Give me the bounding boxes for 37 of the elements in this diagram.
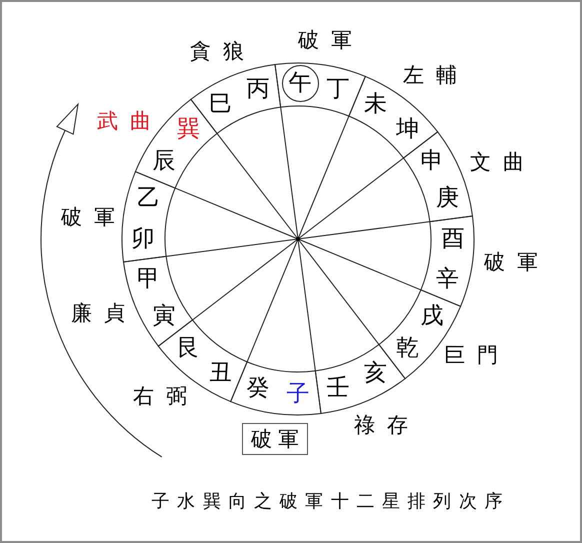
direction-label: 子 [286,382,310,406]
star-label: 巨門 [444,344,498,366]
direction-label: 巽 [176,118,200,141]
star-label: 文曲 [470,152,524,172]
direction-label: 丙 [246,78,270,101]
direction-label: 戌 [420,305,444,328]
star-label: 武曲 [97,110,151,132]
direction-label: 巳 [209,93,232,116]
direction-label: 未 [364,93,387,116]
direction-label: 庚 [436,187,460,210]
direction-label: 丁 [326,78,350,101]
direction-label: 亥 [364,362,387,385]
direction-label: 辰 [152,150,176,173]
direction-label: 乙 [136,187,160,210]
star-label: 右弼 [133,386,187,406]
direction-label: 艮 [176,337,200,360]
direction-label: 辛 [436,268,460,291]
direction-label: 寅 [152,305,176,328]
star-label: 祿存 [354,414,408,436]
direction-label: 壬 [326,377,350,400]
direction-label: 乾 [396,337,420,360]
direction-label: 癸 [246,377,270,400]
star-label: 破軍 [61,206,115,228]
star-label: 貪狼 [190,40,244,62]
star-label: 左輔 [403,64,457,86]
star-label: 破軍 [484,252,538,272]
direction-label: 申 [420,150,444,173]
direction-label: 酉 [442,228,464,250]
star-label: 廉貞 [71,302,125,324]
boxed-label: 破軍 [242,423,308,455]
direction-label: 卯 [132,228,154,250]
star-label: 破軍 [298,30,352,50]
circled-character: 午 [282,64,318,102]
direction-label: 坤 [396,118,420,141]
direction-label: 甲 [136,268,160,291]
direction-label: 丑 [209,362,232,385]
caption: 子水巽向之破軍十二星排列次序 [152,493,502,511]
